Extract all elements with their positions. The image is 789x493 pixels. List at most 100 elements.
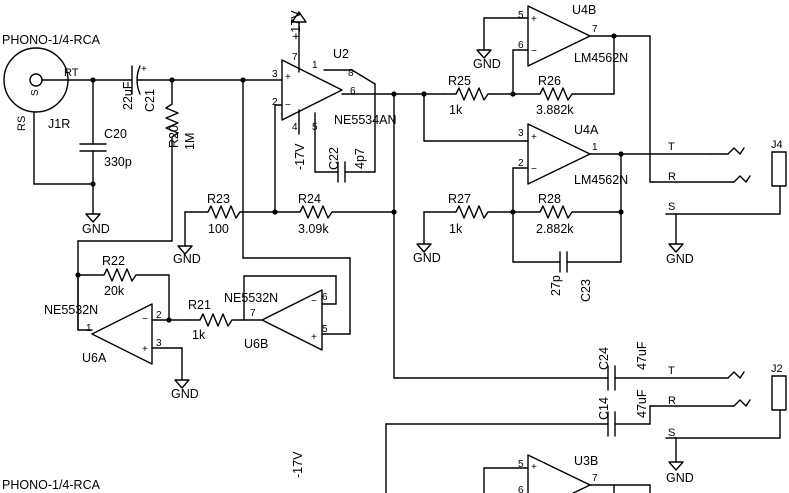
gnd-label-j2: GND: [666, 471, 694, 485]
svg-text:2: 2: [272, 97, 278, 108]
c21-ref: C21: [143, 89, 157, 112]
svg-text:3: 3: [272, 69, 278, 80]
resistor-r28: R28 2.882k: [512, 192, 622, 236]
svg-text:7: 7: [292, 52, 298, 63]
resistor-r26: R26 3.882k: [512, 74, 615, 117]
r26-ref: R26: [538, 74, 561, 88]
svg-text:+: +: [311, 332, 317, 343]
bottom-vneg: -17V: [291, 451, 305, 478]
r23-value: 100: [208, 222, 229, 236]
opamp-u4b: + − 5 6 7 U4B LM4562N: [518, 3, 628, 67]
resistor-r21: R21 1k: [188, 298, 263, 342]
u4b-ref: U4B: [572, 3, 596, 17]
r25-ref: R25: [448, 74, 471, 88]
c24-ref: C24: [597, 347, 611, 370]
capacitor-c14: C14 47uF: [597, 389, 649, 437]
opamp-u4a: + − 3 2 1 U4A LM4562N: [518, 123, 628, 187]
r21-value: 1k: [192, 328, 206, 342]
resistor-r22: R22 20k: [77, 254, 170, 321]
c21-plus: +: [141, 64, 147, 75]
u3b-ref: U3B: [574, 454, 598, 468]
svg-text:1: 1: [312, 60, 318, 71]
svg-text:R: R: [668, 395, 676, 407]
connector-title-bottom: PHONO-1/4-RCA: [2, 478, 101, 492]
u2-plus: +: [285, 72, 291, 83]
svg-text:5: 5: [322, 324, 328, 335]
svg-text:S: S: [668, 201, 675, 213]
c24-value: 47uF: [635, 341, 649, 370]
j4-ref: J4: [771, 139, 783, 151]
svg-text:2: 2: [156, 310, 162, 321]
u2-ref: U2: [333, 47, 349, 61]
jack-rs-label: RS: [16, 116, 28, 131]
r27-ref: R27: [448, 192, 471, 206]
opamp-u3b-partial: 5 7 6 + U3B: [518, 454, 598, 493]
gnd-label-r23: GND: [173, 252, 201, 266]
r26-value: 3.882k: [536, 103, 574, 117]
gnd-label-u6a: GND: [171, 387, 199, 401]
resistor-r27: R27 1k: [423, 192, 514, 236]
svg-text:7: 7: [592, 24, 598, 35]
svg-text:R: R: [668, 171, 676, 183]
svg-text:6: 6: [350, 86, 356, 97]
svg-text:1: 1: [86, 323, 92, 334]
u6a-ref: U6A: [82, 351, 107, 365]
svg-text:4: 4: [292, 122, 298, 133]
gnd-label: GND: [82, 222, 110, 236]
r25-value: 1k: [449, 103, 463, 117]
u6b-part: NE5532N: [224, 291, 278, 305]
u4a-ref: U4A: [574, 123, 599, 137]
r22-value: 20k: [104, 284, 125, 298]
opamp-u6a: − + 2 3 1 NE5532N U6A: [44, 303, 162, 365]
svg-text:7: 7: [592, 473, 598, 484]
opamp-u6b: − + 6 5 7 NE5532N U6B: [224, 289, 328, 351]
c20-value: 330p: [104, 155, 132, 169]
svg-text:5: 5: [518, 10, 524, 21]
resistor-r20: R20 1M: [165, 79, 197, 242]
connector-title-top: PHONO-1/4-RCA: [2, 33, 101, 47]
u2-part: NE5534AN: [334, 113, 397, 127]
svg-text:S: S: [668, 427, 675, 439]
svg-text:1: 1: [592, 142, 598, 153]
c23-ref: C23: [579, 279, 593, 302]
capacitor-c24: C24 47uF: [597, 341, 649, 391]
svg-text:+: +: [531, 132, 537, 143]
r28-ref: R28: [538, 192, 561, 206]
svg-text:−: −: [311, 296, 317, 307]
r20-ref: R20: [167, 125, 181, 148]
r20-value: 1M: [183, 133, 197, 150]
jack-inner-circle: [29, 73, 43, 87]
svg-text:3: 3: [518, 128, 524, 139]
svg-text:7: 7: [250, 308, 256, 319]
gnd-label-r27: GND: [413, 251, 441, 265]
jack-s-label: S: [30, 89, 41, 96]
j2-ref: J2: [771, 363, 783, 375]
svg-text:5: 5: [518, 459, 524, 470]
resistor-r23: R23 100: [184, 192, 276, 236]
u2-vpos: +17V: [289, 10, 303, 40]
r23-ref: R23: [207, 192, 230, 206]
svg-text:+: +: [142, 344, 148, 355]
svg-text:6: 6: [322, 292, 328, 303]
capacitor-c21: + 22uF C21: [121, 64, 157, 112]
r22-ref: R22: [102, 254, 125, 268]
svg-text:6: 6: [518, 40, 524, 51]
r21-ref: R21: [188, 298, 211, 312]
svg-text:−: −: [531, 46, 537, 57]
u6b-ref: U6B: [244, 337, 268, 351]
c22-ref: C22: [327, 147, 341, 170]
c22-value: 4p7: [353, 148, 367, 169]
u2-minus: −: [285, 100, 291, 111]
c21-value: 22uF: [121, 81, 135, 110]
gnd-label-j4: GND: [666, 252, 694, 266]
jack-rt-label: RT: [64, 67, 79, 79]
resistor-r24: R24 3.09k: [274, 192, 395, 236]
u6a-part: NE5532N: [44, 303, 98, 317]
resistor-r25: R25 1k: [443, 74, 514, 117]
svg-text:+: +: [531, 14, 537, 25]
svg-text:T: T: [668, 141, 675, 153]
r24-value: 3.09k: [298, 222, 329, 236]
svg-text:−: −: [531, 164, 537, 175]
u4b-part: LM4562N: [574, 51, 628, 65]
